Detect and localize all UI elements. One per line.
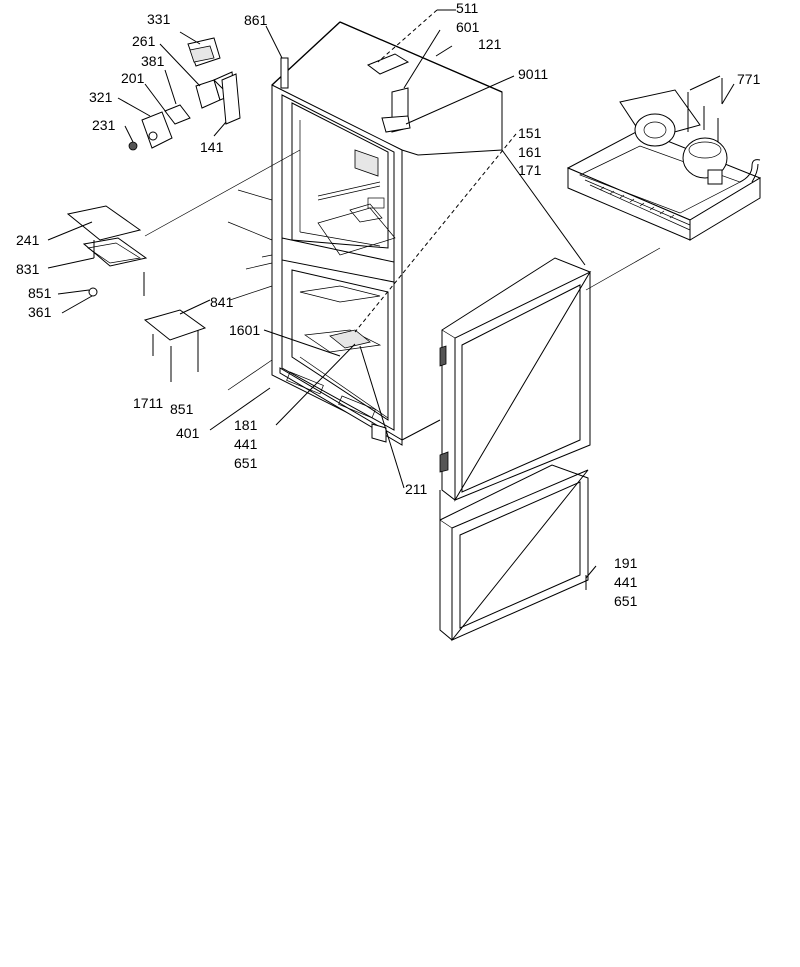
label-441: 441 [234, 436, 258, 452]
label-1601: 1601 [229, 322, 260, 338]
control-box-parts [128, 37, 241, 151]
label-331: 331 [147, 11, 171, 27]
refrigerator-door [439, 257, 592, 502]
shelf-brackets [66, 205, 207, 382]
label-151: 151 [518, 125, 542, 141]
label-201: 201 [121, 70, 145, 86]
leader-lines [47, 9, 735, 590]
label-121: 121 [478, 36, 502, 52]
freezer-drawer [439, 464, 589, 642]
label-241: 241 [16, 232, 40, 248]
label-211: 211 [405, 481, 428, 497]
label-9011: 9011 [518, 66, 548, 82]
label-191: 191 [614, 555, 638, 571]
label-651: 651 [234, 455, 258, 471]
compressor-assembly [566, 89, 762, 241]
label-361: 361 [28, 304, 52, 320]
label-651: 651 [614, 593, 638, 609]
label-181: 181 [234, 417, 258, 433]
label-771: 771 [737, 71, 761, 87]
label-831: 831 [16, 261, 40, 277]
label-511: 511 [456, 0, 479, 16]
label-861: 861 [244, 12, 268, 28]
label-851: 851 [170, 401, 194, 417]
refrigerator-cabinet [245, 21, 586, 446]
label-441: 441 [614, 574, 638, 590]
label-601: 601 [456, 19, 480, 35]
label-321: 321 [89, 89, 113, 105]
label-261: 261 [132, 33, 156, 49]
label-231: 231 [92, 117, 116, 133]
label-171: 171 [518, 162, 542, 178]
label-401: 401 [176, 425, 200, 441]
part-labels: 331 261 381 201 321 231 141 861 511 601 … [16, 0, 761, 609]
label-381: 381 [141, 53, 165, 69]
label-141: 141 [200, 139, 224, 155]
label-841: 841 [210, 294, 234, 310]
label-1711: 1711 [133, 395, 163, 411]
label-161: 161 [518, 144, 542, 160]
label-851: 851 [28, 285, 52, 301]
